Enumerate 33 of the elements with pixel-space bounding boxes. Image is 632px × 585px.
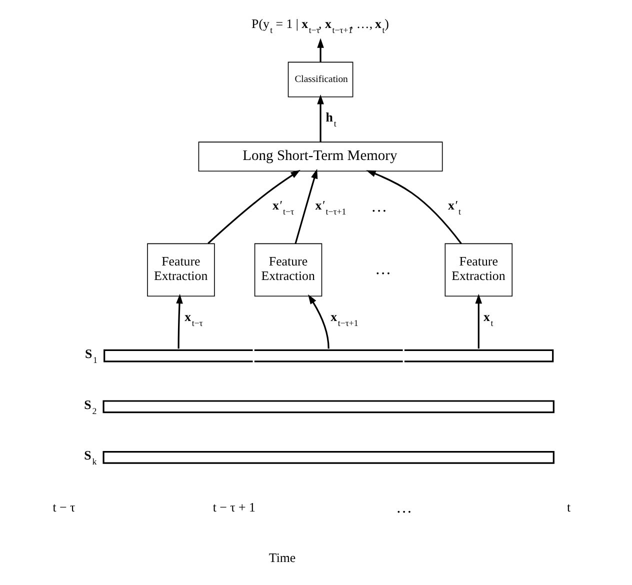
edge-label: x′$_{t−τ+1}$ [314, 198, 346, 217]
node-text: P(y$_{t}$ = 1 | x$_{t−τ}$, x$_{t−τ+1}$, …, x$_{t}$) [251, 17, 388, 36]
label: t − τ [52, 500, 75, 514]
edge-label: x′$_{t−τ}$ [272, 198, 294, 217]
label: Time [268, 551, 296, 566]
node-text: S$_{1}$ [84, 347, 97, 366]
node-box: Feature Extraction [254, 243, 322, 297]
arrow [316, 38, 324, 62]
arrow [474, 294, 482, 349]
label: … [374, 260, 391, 278]
label: … [370, 198, 387, 216]
label: t − τ + 1 [212, 500, 255, 514]
edge-label: x$_{t}$ [482, 310, 493, 328]
node-box: Classification [287, 62, 353, 98]
arrow [308, 294, 329, 349]
node-label: S$_{2}$ [84, 398, 96, 416]
arrow [316, 94, 324, 142]
edge-label: h$_{t}$ [325, 110, 336, 129]
edge-label: x$_{t−τ+1}$ [330, 310, 358, 328]
node-box: Feature Extraction [146, 243, 214, 297]
label: … [395, 499, 412, 516]
arrow [366, 170, 462, 244]
edge-label: x′$_{t}$ [447, 198, 460, 217]
arrow [207, 170, 300, 244]
node-box [102, 400, 554, 414]
node-box [102, 451, 554, 464]
node-box: Long Short-Term Memory [198, 142, 442, 172]
edge-label: x$_{t−τ}$ [184, 310, 202, 328]
arrow [294, 168, 318, 244]
label: t [566, 500, 570, 514]
node-label: S$_{k}$ [84, 448, 96, 467]
node-box: Feature Extraction [444, 243, 512, 297]
arrow [176, 294, 182, 349]
